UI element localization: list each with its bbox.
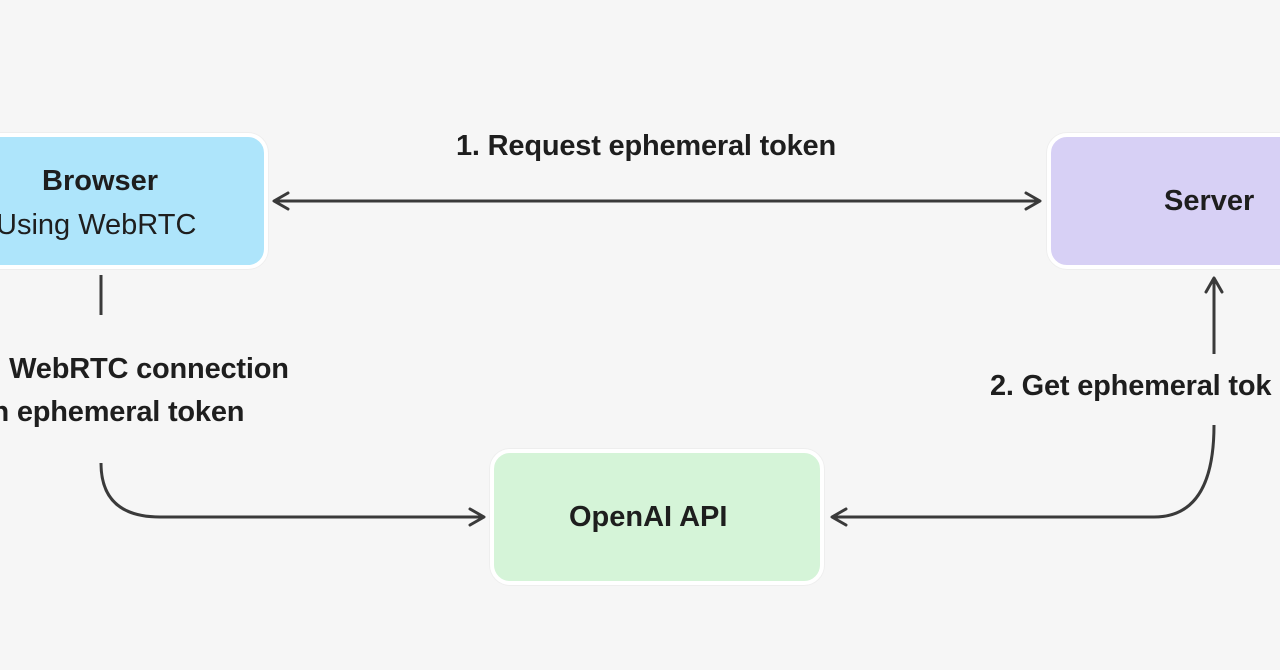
establish-connection-line-1: ish WebRTC connection [0, 353, 289, 385]
establish-connection-arrow [99, 462, 486, 527]
get-token-arrow-lower [830, 424, 1216, 527]
browser-node-subtitle: Using WebRTC [0, 209, 197, 241]
establish-connection-line-2: th ephemeral token [0, 396, 245, 428]
openai-api-node-title: OpenAI API [569, 501, 728, 533]
get-token-label: 2. Get ephemeral tok [990, 370, 1272, 402]
server-node-title: Server [1164, 185, 1255, 217]
browser-node: Browser Using WebRTC [0, 133, 268, 269]
browser-node-title: Browser [42, 165, 159, 197]
server-node: Server [1047, 133, 1280, 269]
request-token-label: 1. Request ephemeral token [456, 130, 836, 162]
establish-connection-label: ish WebRTC connection th ephemeral token [0, 348, 289, 434]
openai-api-node: OpenAI API [490, 449, 824, 585]
